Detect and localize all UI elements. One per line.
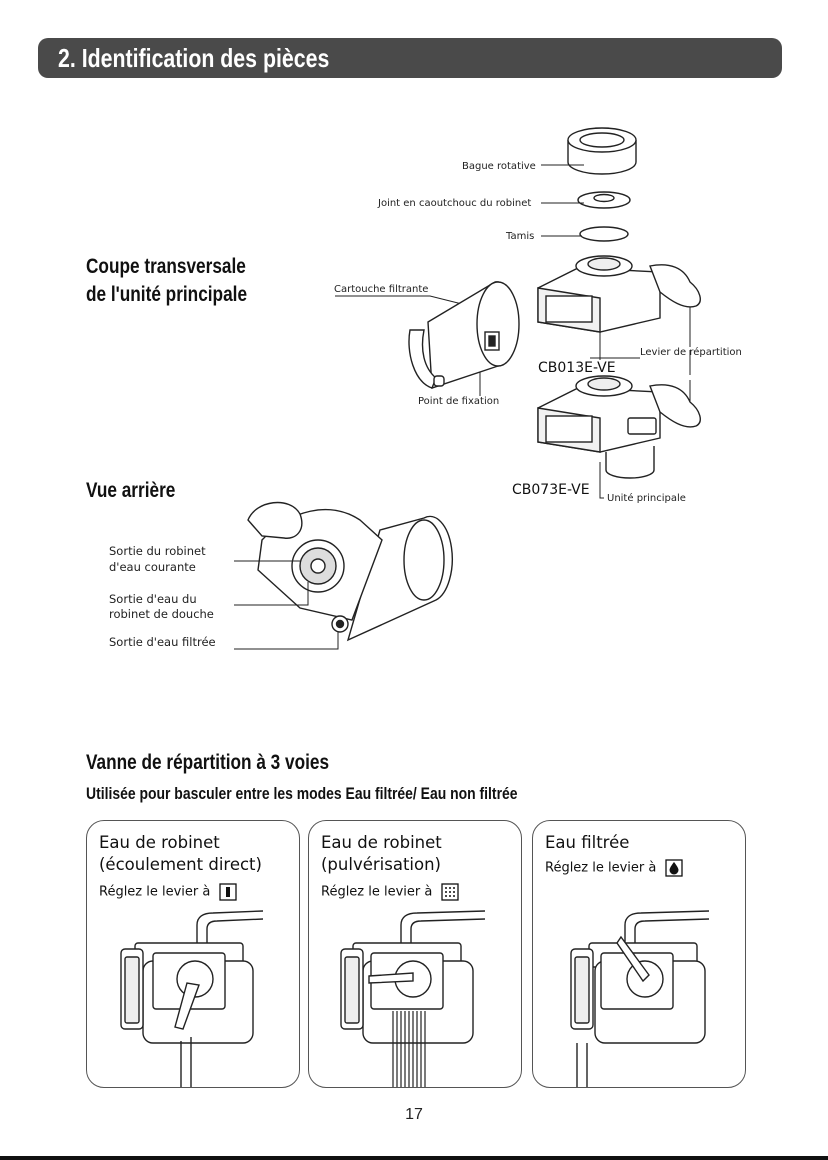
mode-panel-direct-flow: Eau de robinet (écoulement direct) Régle… [86,820,300,1088]
mode-title-line2: (pulvérisation) [321,855,441,875]
mode-panel-filtered: Eau filtrée Réglez le levier à [532,820,746,1088]
mode-title-line1: Eau filtrée [545,833,629,853]
label-fixing-point: Point de fixation [418,395,499,408]
label-screen: Tamis [506,230,534,243]
spray-icon [441,883,459,901]
mode-title-line1: Eau de robinet [321,833,442,853]
bottom-rule [0,1156,828,1160]
mode-panel-spray: Eau de robinet (pulvérisation) Réglez le… [308,820,522,1088]
page-number: 17 [0,1106,828,1124]
model-cb013e: CB013E-VE [538,360,616,376]
model-cb073e: CB073E-VE [512,482,590,498]
mode-instruction: Réglez le levier à [321,885,432,900]
label-filter-cartridge: Cartouche filtrante [334,283,428,296]
label-main-unit: Unité principale [607,492,686,505]
straight-flow-icon [219,883,237,901]
label-running-outlet-line1: Sortie du robinet [109,544,206,558]
label-shower-outlet-line2: robinet de douche [109,607,214,621]
mode-instruction: Réglez le levier à [545,861,656,876]
label-rotating-ring: Bague rotative [462,160,536,173]
valve-subheading: Utilisée pour basculer entre les modes E… [86,784,517,804]
label-filtered-outlet: Sortie d'eau filtrée [109,635,216,649]
label-running-outlet-line2: d'eau courante [109,560,196,574]
mode-instruction: Réglez le levier à [99,885,210,900]
label-diverter-lever: Levier de répartition [640,346,742,359]
label-rubber-gasket: Joint en caoutchouc du robinet [378,197,531,210]
mode-title-line1: Eau de robinet [99,833,220,853]
mode-title-line2: (écoulement direct) [99,855,262,875]
water-drop-icon [665,859,683,877]
valve-heading: Vanne de répartition à 3 voies [86,750,329,776]
label-shower-outlet-line1: Sortie d'eau du [109,592,197,606]
